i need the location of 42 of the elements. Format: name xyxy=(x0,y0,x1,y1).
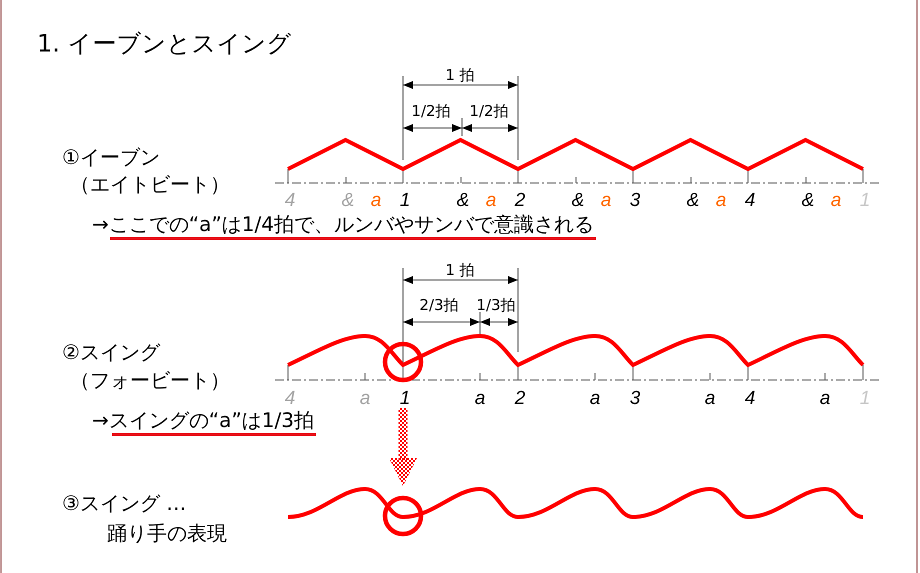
beat-label: 4 xyxy=(284,190,296,211)
section-subtitle: （エイトビート） xyxy=(70,172,230,196)
section-heading: ③スイング … xyxy=(62,491,186,515)
dimension-label: 1/2拍 xyxy=(469,102,509,120)
beat-label: a xyxy=(820,388,830,409)
beat-label: & xyxy=(802,190,814,211)
beat-label: a xyxy=(474,388,486,409)
beat-label: a xyxy=(600,190,612,211)
diagram-title: 1. イーブンとスイング xyxy=(37,30,292,58)
swing-rhythm-diagram xyxy=(275,332,880,407)
beat-label: 1 xyxy=(400,388,410,409)
beat-label: a xyxy=(590,388,600,409)
beat-label: & xyxy=(456,190,470,211)
beat-label: 2 xyxy=(514,190,526,211)
section-subtitle: （フォービート） xyxy=(70,368,230,392)
beat-label: 4 xyxy=(744,190,756,211)
beat-label: & xyxy=(686,190,700,211)
beat-label: 2 xyxy=(514,388,526,409)
beat-label: a xyxy=(716,190,726,211)
block-arrow xyxy=(389,408,417,486)
note-text: →ここでの“a”は1/4拍で、ルンバやサンバで意識される xyxy=(92,212,594,236)
beat-label: 4 xyxy=(284,388,296,409)
section-heading: ②スイング xyxy=(62,340,160,364)
beat-label: 1 xyxy=(400,190,410,211)
section-subtitle: 踊り手の表現 xyxy=(107,521,227,545)
beat-label: 4 xyxy=(744,388,756,409)
dimension-label: 2/3拍 xyxy=(419,296,459,314)
beat-label: a xyxy=(360,388,370,409)
note-text: →スイングの“a”は1/3拍 xyxy=(92,408,314,432)
beat-label: a xyxy=(704,388,716,409)
dimension-label: 1 拍 xyxy=(445,66,475,84)
beat-label: & xyxy=(572,190,584,211)
beat-label: 3 xyxy=(630,388,640,409)
section-heading: ①イーブン xyxy=(62,145,160,169)
beat-label: a xyxy=(830,190,842,211)
dimension-label: 1/2拍 xyxy=(411,102,451,120)
beat-label: a xyxy=(370,190,382,211)
beat-label: a xyxy=(486,190,496,211)
beat-label: & xyxy=(342,190,354,211)
beat-label: 3 xyxy=(630,190,640,211)
dimension-label: 1/3拍 xyxy=(476,296,516,314)
dimension-label: 1 拍 xyxy=(445,261,475,279)
